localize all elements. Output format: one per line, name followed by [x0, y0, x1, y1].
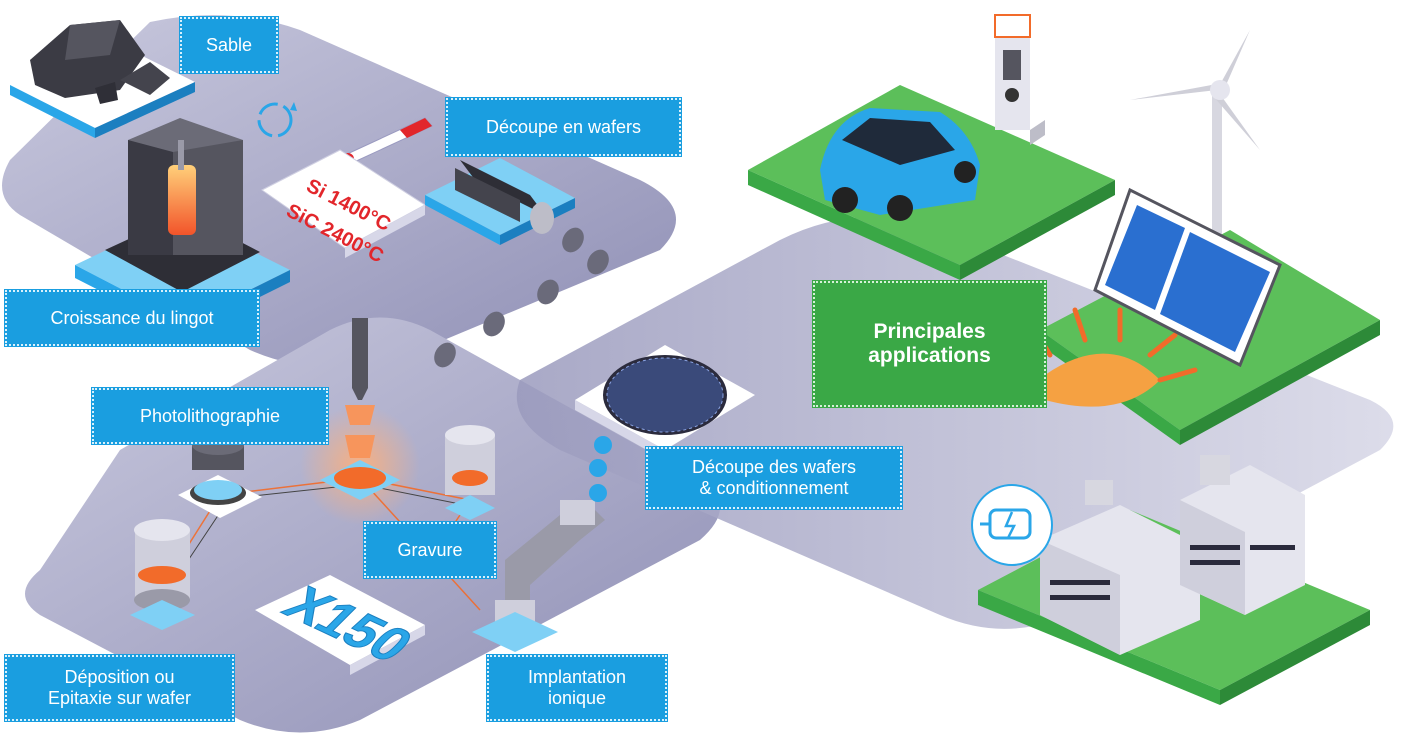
label-decoupe-wafers: Découpe en wafers: [445, 97, 682, 157]
furnace-icon: [75, 118, 290, 334]
electric-car-icon: [820, 108, 980, 221]
electric-motor-icon: [971, 484, 1053, 566]
wind-turbine-icon: [1130, 30, 1260, 290]
ingot-saw-icon: [425, 158, 575, 245]
label-gravure: Gravure: [363, 521, 497, 579]
lithography-hub: [159, 318, 481, 611]
coal-rocks-icon: [10, 20, 195, 138]
recycle-arrows-icon: [257, 102, 297, 138]
sun-icon: [1032, 307, 1198, 407]
label-photolithographie: Photolithographie: [91, 387, 329, 445]
label-implantation: Implantation ionique: [486, 654, 668, 722]
label-sable: Sable: [179, 16, 279, 74]
epitaxy-chamber-icon: [130, 519, 195, 630]
process-flow-dots: [434, 227, 609, 368]
ion-implanter-icon: [472, 500, 605, 652]
label-decoupe-conditionnement: Découpe des wafers & conditionnement: [645, 446, 903, 510]
charging-station-icon: [994, 14, 1045, 145]
wafer-chip-grid-icon: [575, 345, 755, 502]
label-deposition: Déposition ou Epitaxie sur wafer: [4, 654, 235, 722]
label-principales-applications: Principales applications: [812, 280, 1047, 408]
etching-chamber-icon: [445, 425, 495, 520]
label-croissance-lingot: Croissance du lingot: [4, 289, 260, 347]
factory-icon: [1040, 455, 1305, 655]
right-gray-band: [516, 217, 1394, 629]
solar-panel-icon: [1093, 187, 1282, 368]
